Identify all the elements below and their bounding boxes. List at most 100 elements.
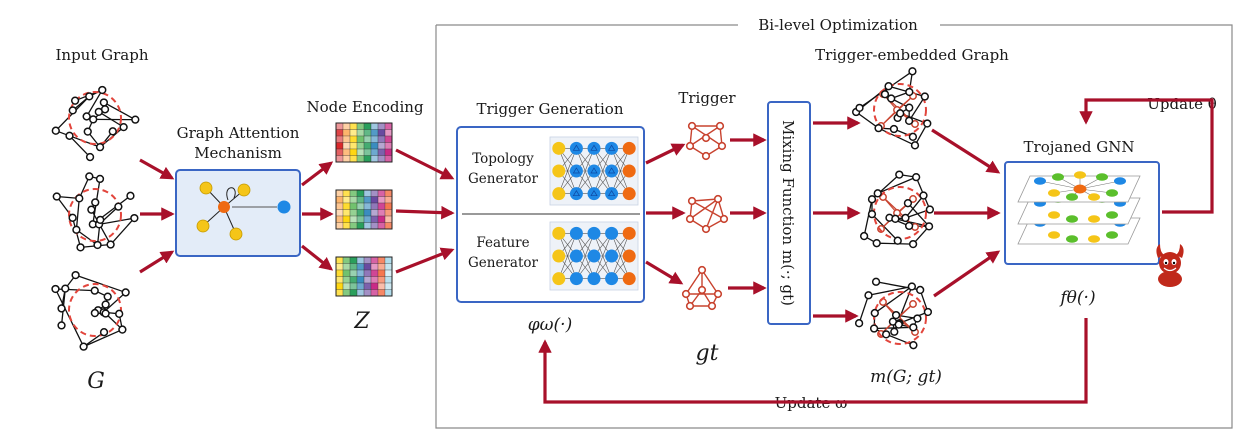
heatmap-border — [335, 256, 393, 297]
heatmap-cell — [363, 155, 372, 163]
topology-generator-label-1: Topology — [472, 151, 534, 167]
graph-node — [908, 239, 918, 249]
heatmap-cell — [377, 135, 386, 143]
heatmap-cell — [335, 129, 344, 137]
heatmap-cell — [377, 148, 386, 156]
nn-neuron — [605, 226, 619, 240]
update-omega-arrow — [538, 318, 1088, 404]
heatmap-cell — [377, 263, 386, 271]
gnn-edge — [1079, 180, 1121, 190]
heatmap-cell — [370, 189, 379, 197]
graph-node — [891, 214, 900, 223]
mixing-function-label: Mixing Function m(·; gt) — [779, 120, 797, 306]
heatmap-cell — [356, 282, 365, 290]
heatmap-cell — [384, 209, 393, 217]
nn-neuron — [605, 164, 619, 178]
nn-triangle-mark — [590, 189, 598, 197]
graph-node — [916, 285, 925, 295]
attention-title-line2: Mechanism — [194, 144, 282, 162]
graph-node — [85, 152, 95, 162]
heatmap-cell — [342, 263, 351, 271]
graph-node — [894, 320, 903, 329]
graph-node — [72, 225, 81, 234]
center-node — [218, 201, 230, 213]
graph-node — [882, 330, 891, 339]
graph-node — [887, 94, 896, 103]
flow-arrow — [139, 158, 175, 180]
devil-pupil — [1172, 261, 1176, 265]
heatmap-cell — [370, 215, 379, 223]
subgraph-circle — [68, 283, 122, 337]
graph-node — [908, 67, 917, 76]
node-encoding-title: Node Encoding — [306, 98, 424, 116]
heatmap-cell — [370, 202, 379, 210]
graph-node — [896, 109, 905, 118]
graph-node — [920, 92, 929, 101]
graph-edge — [98, 217, 135, 226]
graph — [51, 270, 130, 351]
heatmap-cell — [356, 122, 365, 130]
trigger-node — [697, 265, 707, 275]
trigger-title: Trigger — [678, 89, 736, 107]
heatmap-cell — [342, 256, 351, 264]
trigger-node — [701, 133, 711, 143]
heatmap-cell — [370, 256, 379, 264]
trigger-edge — [701, 269, 719, 295]
nn-triangle-mark — [590, 144, 598, 151]
gnn-edge — [1039, 180, 1081, 190]
heatmap-cell — [356, 202, 365, 210]
flow-arrows — [139, 98, 1214, 404]
graph — [51, 85, 140, 162]
graph-edge — [103, 291, 127, 313]
graph-node — [901, 213, 910, 223]
graph-node — [91, 198, 100, 207]
nn-neuron — [587, 272, 601, 286]
heatmap-cell — [377, 202, 386, 210]
heatmap-cell — [349, 142, 358, 150]
graph-node — [82, 112, 91, 121]
trigger-node — [687, 196, 697, 206]
heatmap-cell — [349, 129, 358, 137]
heatmap-cell — [342, 129, 351, 137]
heatmap-cell — [370, 142, 379, 150]
heatmap-cell — [363, 263, 372, 271]
heatmap-cell — [349, 122, 358, 130]
heatmap-cell — [356, 269, 365, 277]
graph-node — [909, 341, 918, 350]
heatmap-cell — [384, 215, 393, 223]
gnn-center-node — [1073, 184, 1087, 194]
graph-node — [108, 127, 117, 136]
graph-node — [90, 286, 99, 295]
trigger-graphs — [681, 121, 729, 311]
nn-neuron — [552, 249, 566, 263]
heatmap-cell — [384, 263, 393, 271]
heatmap-cell — [377, 222, 386, 230]
heatmap-cell — [335, 222, 344, 230]
heatmap-cell — [335, 148, 344, 156]
heatmap-cell — [335, 135, 344, 143]
heatmap — [335, 122, 393, 163]
graph-node — [904, 116, 914, 125]
heatmap-cell — [335, 282, 344, 290]
node-encoding-heatmaps — [335, 122, 393, 297]
graph-edge — [859, 70, 913, 109]
heatmap — [335, 256, 393, 297]
heatmap-cell — [370, 276, 379, 284]
heatmap-cell — [377, 189, 386, 197]
nn-neuron — [622, 141, 636, 155]
nn-neuron — [622, 164, 636, 178]
heatmap-cell — [356, 155, 365, 163]
graph — [851, 67, 932, 150]
nn-edge — [611, 233, 630, 279]
heatmap-border — [335, 122, 393, 163]
graph-node — [904, 221, 914, 231]
nn-neuron — [605, 187, 619, 201]
graph-node — [119, 122, 128, 132]
graph-edge — [914, 123, 928, 146]
heatmap-cell — [377, 209, 386, 217]
graph-node — [131, 115, 140, 124]
heatmap-cell — [370, 209, 379, 217]
graph-node — [870, 308, 879, 318]
m-g-gt-label: m(G; gt) — [870, 367, 942, 387]
trigger-edge — [689, 198, 719, 220]
